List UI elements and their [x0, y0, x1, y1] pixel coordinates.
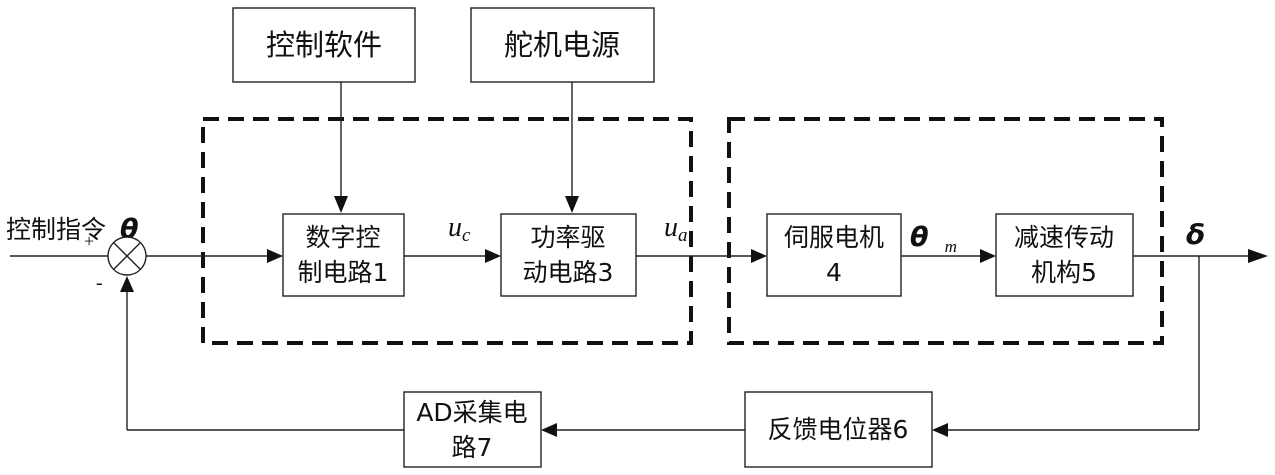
svg-text:功率驱: 功率驱: [530, 223, 605, 252]
output-delta-label: δ: [1186, 218, 1205, 251]
power-drive-block: 功率驱 动电路3: [500, 213, 637, 297]
summing-junction: [107, 236, 147, 276]
controller-group-frame: [201, 117, 693, 345]
servo-motor-block: 伺服电机 4: [766, 213, 902, 297]
svg-text:机构5: 机构5: [1031, 258, 1097, 287]
svg-text:减速传动: 减速传动: [1014, 223, 1114, 252]
reduction-gear-block: 减速传动 机构5: [995, 213, 1134, 297]
signal-ua-label: ua: [664, 212, 688, 246]
power-arrowhead: [565, 196, 579, 213]
gear-input-arrowhead: [980, 249, 996, 263]
actuator-group-frame: [727, 117, 1164, 345]
control-software-block: 控制软件: [232, 7, 416, 83]
motor-input-arrowhead: [751, 249, 767, 263]
feedback-potentiometer-block: 反馈电位器6: [744, 391, 933, 468]
svg-text:动电路3: 动电路3: [523, 258, 614, 287]
servo-power-block: 舵机电源: [470, 7, 655, 83]
plus-sign: +: [84, 231, 94, 251]
svg-text:舵机电源: 舵机电源: [504, 28, 620, 62]
ad-input-arrowhead: [541, 423, 557, 437]
digital-control-block: 数字控 制电路1: [282, 213, 405, 297]
signal-uc-label: uc: [448, 212, 471, 246]
minus-sign: -: [96, 272, 103, 294]
ad-acquisition-block: AD采集电 路7: [403, 391, 542, 468]
svg-text:反馈电位器6: 反馈电位器6: [768, 415, 909, 444]
svg-text:制电路1: 制电路1: [298, 258, 389, 287]
svg-text:4: 4: [826, 258, 842, 287]
svg-text:数字控: 数字控: [305, 223, 380, 252]
junction-feedback-arrowhead: [120, 276, 134, 292]
software-arrowhead: [334, 196, 348, 213]
svg-text:控制软件: 控制软件: [266, 28, 382, 62]
pot-input-arrowhead: [932, 423, 948, 437]
drive-input-arrowhead: [485, 249, 501, 263]
digital-input-arrowhead: [267, 249, 283, 263]
input-command-label: 控制指令: [6, 215, 106, 244]
svg-text:路7: 路7: [452, 433, 493, 462]
svg-text:伺服电机: 伺服电机: [784, 223, 884, 252]
output-arrowhead: [1248, 249, 1268, 263]
svg-text:AD采集电: AD采集电: [416, 398, 527, 427]
